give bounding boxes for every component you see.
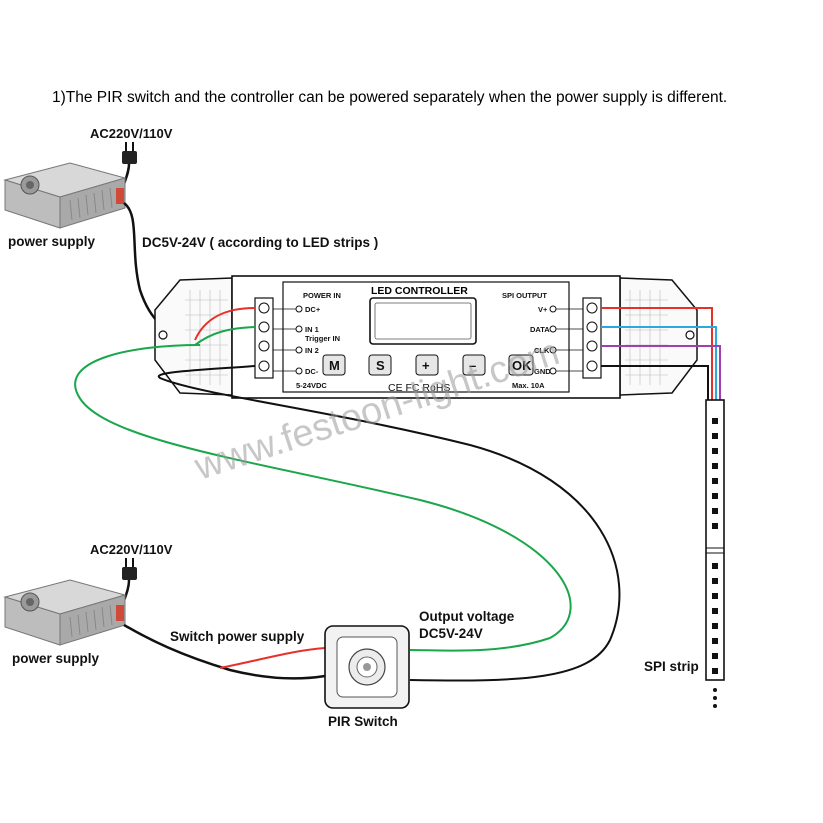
power-in-label: POWER IN: [303, 291, 341, 300]
header-text: 1)The PIR switch and the controller can …: [52, 89, 727, 106]
button-ok[interactable]: OK: [508, 354, 534, 376]
red-output-wire: [601, 307, 713, 400]
black-return-wire: [157, 365, 621, 682]
in1-label: IN 1: [305, 325, 319, 334]
gnd-label: GND: [534, 367, 551, 376]
data-label: DATA: [530, 325, 550, 334]
controller-title: LED CONTROLLER: [371, 285, 468, 297]
bottom-red-wire: [219, 647, 326, 669]
top-power-supply-icon: [3, 162, 127, 229]
input-terminals: [273, 305, 303, 375]
button-ok-label: OK: [512, 358, 532, 373]
max-current-label: Max. 10A: [512, 381, 545, 390]
button-plus[interactable]: +: [415, 354, 439, 376]
black-output-wire: [601, 365, 709, 400]
certifications-label: CE FC RoHS: [388, 382, 450, 394]
pir-switch-label: PIR Switch: [328, 714, 398, 729]
spi-strip-label: SPI strip: [644, 659, 699, 674]
vplus-label: V+: [538, 305, 548, 314]
trigger-in-label: Trigger IN: [305, 334, 340, 343]
bottom-power-supply-label: power supply: [12, 651, 100, 666]
spi-strip: [705, 399, 725, 708]
top-power-supply-label: power supply: [8, 234, 96, 249]
pir-output-line2: DC5V-24V: [419, 626, 483, 641]
button-m[interactable]: M: [322, 354, 346, 376]
voltage-label: 5-24VDC: [296, 381, 327, 390]
button-plus-label: +: [422, 358, 430, 373]
dc-minus-label: DC-: [305, 367, 319, 376]
spi-output-label: SPI OUTPUT: [502, 291, 547, 300]
in2-label: IN 2: [305, 346, 319, 355]
button-minus-label: –: [469, 358, 476, 373]
button-s-label: S: [376, 358, 385, 373]
pir-switch: [324, 625, 410, 709]
bottom-power-supply-icon: [3, 579, 127, 646]
top-ac-label: AC220V/110V: [90, 126, 173, 141]
output-terminals: [549, 305, 583, 375]
blue-output-wire: [601, 326, 717, 400]
dc-plus-label: DC+: [305, 305, 321, 314]
bottom-black-wire: [123, 623, 326, 680]
button-s[interactable]: S: [368, 354, 392, 376]
bottom-ac-label: AC220V/110V: [90, 542, 173, 557]
clk-label: CLK: [534, 346, 550, 355]
button-m-label: M: [329, 358, 340, 373]
purple-output-wire: [601, 345, 721, 400]
green-trigger-wire: [74, 344, 572, 652]
switch-power-supply-label: Switch power supply: [170, 629, 305, 644]
pir-output-line1: Output voltage: [419, 609, 515, 624]
red-input-wire: [194, 307, 256, 341]
button-minus[interactable]: –: [462, 354, 486, 376]
green-input-wire: [194, 326, 256, 346]
top-dc-label: DC5V-24V ( according to LED strips ): [142, 235, 378, 250]
